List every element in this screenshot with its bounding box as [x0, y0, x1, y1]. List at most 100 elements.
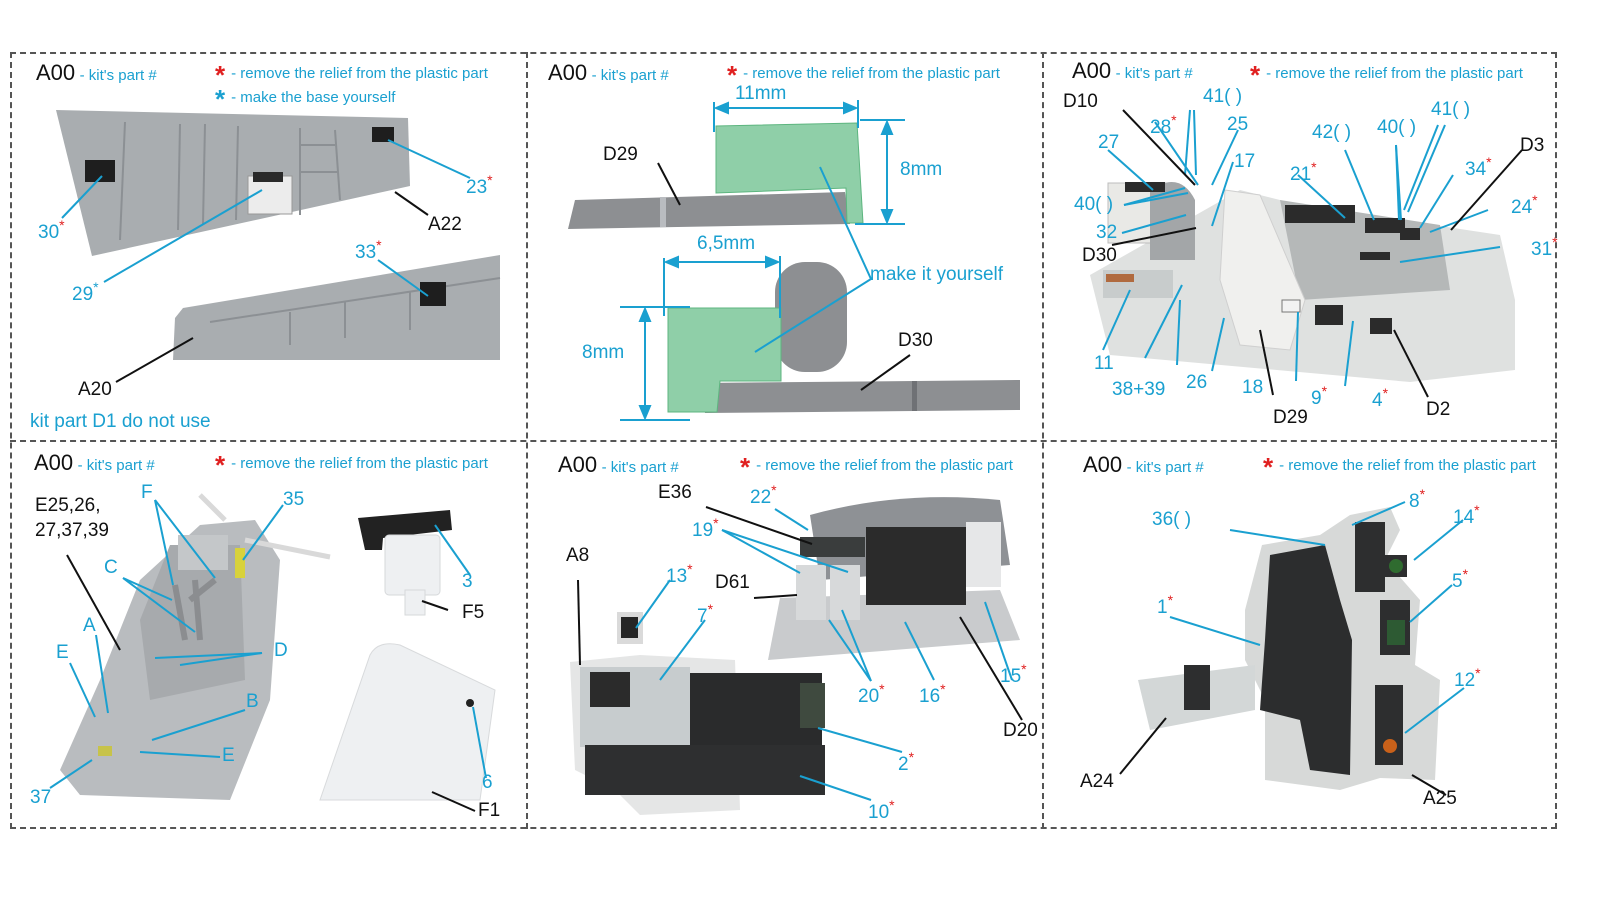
panel-15-decal	[866, 527, 966, 605]
callout-d3: D3	[1520, 135, 1545, 156]
panel-12-decal	[1375, 685, 1403, 765]
legend-text: - remove the relief from the plastic par…	[231, 455, 488, 472]
legend-kit-part: A00 - kit's part #	[558, 452, 679, 478]
callout-a8: A8	[566, 545, 590, 566]
kit-part-text: - kit's part #	[601, 459, 679, 476]
callout-f: F	[141, 482, 153, 503]
base-d29-shape	[568, 192, 850, 229]
callout-21: 21*	[1290, 159, 1317, 185]
callout-33: 33*	[355, 237, 382, 263]
legend-text: - remove the relief from the plastic par…	[743, 65, 1000, 82]
callout-20: 20*	[858, 681, 885, 707]
callout-e-top: E	[56, 642, 69, 663]
red-asterisk-icon: *	[1250, 60, 1261, 90]
callout-d20: D20	[1003, 720, 1038, 741]
callout-42: 42( )	[1312, 122, 1352, 143]
callout-c: C	[104, 557, 118, 578]
legend-remove-relief: * - remove the relief from the plastic pa…	[727, 60, 1000, 91]
callout-11: 11	[1094, 353, 1114, 374]
legend-kit-part: A00 - kit's part #	[1072, 58, 1193, 84]
callout-a25: A25	[1423, 788, 1457, 809]
callout-2: 2*	[898, 749, 915, 775]
callout-25: 25	[1227, 114, 1249, 135]
callout-34: 34*	[1465, 154, 1492, 180]
legend-text: - remove the relief from the plastic par…	[231, 65, 488, 82]
red-asterisk-icon: *	[727, 60, 738, 90]
panel-1-decal	[1260, 545, 1352, 775]
note-make-it-yourself: make it yourself	[870, 264, 1004, 285]
legend-remove-relief: * - remove the relief from the plastic pa…	[740, 452, 1013, 483]
legend-kit-part: A00 - kit's part #	[36, 60, 157, 86]
callout-38-39: 38+39	[1112, 379, 1166, 400]
legend-make-base: * - make the base yourself	[215, 84, 395, 115]
dimension-height-bottom: 8mm	[582, 342, 625, 363]
callout-d30: D30	[898, 330, 933, 351]
callout-26: 26	[1186, 372, 1208, 393]
red-asterisk-icon: *	[215, 60, 226, 90]
callout-36: 36( )	[1152, 509, 1192, 530]
legend-text: - make the base yourself	[231, 89, 396, 106]
legend-kit-part: A00 - kit's part #	[34, 450, 155, 476]
part-code-example: A00	[1083, 452, 1123, 477]
legend-text: - remove the relief from the plastic par…	[756, 457, 1013, 474]
legend-remove-relief: *- remove the relief from the plastic pa…	[1250, 60, 1523, 91]
note-d1-do-not-use: kit part D1 do not use	[30, 411, 211, 432]
red-asterisk-icon: *	[740, 452, 751, 482]
blue-asterisk-icon: *	[215, 84, 226, 114]
legend-text: - remove the relief from the plastic par…	[1279, 457, 1536, 474]
callout-16: 16*	[919, 681, 946, 707]
part-code-example: A00	[548, 60, 588, 85]
kit-part-text: - kit's part #	[1126, 459, 1204, 476]
panel-13-decal	[621, 617, 638, 638]
callout-e-parts-line2: 27,37,39	[35, 520, 109, 541]
callout-28: 28*	[1150, 112, 1177, 138]
callout-19: 19*	[692, 515, 719, 541]
callout-7: 7*	[697, 601, 714, 627]
part-code-example: A00	[34, 450, 74, 475]
callout-f5: F5	[462, 602, 485, 623]
callout-b: B	[246, 691, 259, 712]
callout-24: 24*	[1511, 192, 1538, 218]
callout-40-left: 40( )	[1074, 194, 1114, 215]
legend-remove-relief: * - remove the relief from the plastic pa…	[1263, 452, 1536, 483]
callout-41-right: 41( )	[1431, 99, 1471, 120]
callout-a20: A20	[78, 379, 112, 400]
callout-a24: A24	[1080, 771, 1114, 792]
console-a22-shape	[56, 110, 410, 256]
callout-37: 37	[30, 787, 52, 808]
kit-part-text: - kit's part #	[77, 457, 155, 474]
panel-3-decal	[358, 510, 452, 550]
callout-15: 15*	[1000, 661, 1027, 687]
callout-13: 13*	[666, 561, 693, 587]
panel-19b	[830, 565, 860, 620]
dimension-width-bottom: 6,5mm	[697, 233, 756, 254]
callout-30: 30*	[38, 217, 65, 243]
clear-part-f1	[319, 643, 496, 801]
red-asterisk-icon: *	[1263, 452, 1274, 482]
panel-8-decal	[1355, 522, 1385, 592]
panel-30-decal	[85, 160, 115, 182]
callout-35: 35	[283, 489, 305, 510]
callout-e-parts-line1: E25,26,	[35, 495, 101, 516]
callout-27: 27	[1098, 132, 1120, 153]
legend-remove-relief: * - remove the relief from the plastic pa…	[215, 60, 488, 91]
callout-29: 29*	[72, 279, 99, 305]
panel-22-decal	[800, 537, 865, 557]
callout-8: 8*	[1409, 486, 1426, 512]
row-divider	[10, 440, 1557, 442]
callout-12: 12*	[1454, 665, 1481, 691]
kit-part-text: - kit's part #	[591, 67, 669, 84]
callout-31: 31*	[1531, 234, 1558, 260]
callout-41-left: 41( )	[1203, 86, 1243, 107]
part-code-example: A00	[558, 452, 598, 477]
part-code-example: A00	[36, 60, 76, 85]
panel-23-decal	[372, 127, 394, 142]
legend-kit-part: A00 - kit's part #	[548, 60, 669, 86]
callout-22: 22*	[750, 482, 777, 508]
callout-1: 1*	[1157, 592, 1174, 618]
